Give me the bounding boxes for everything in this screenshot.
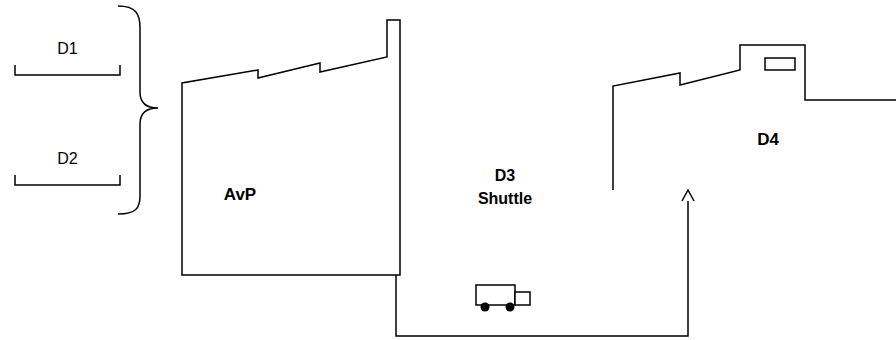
edge-label: D3 Shuttle <box>470 164 540 210</box>
shape-outline <box>613 45 896 190</box>
curly-brace <box>118 6 158 214</box>
shuttle-connector <box>396 190 694 336</box>
node-label: D1 <box>14 40 121 58</box>
shape-outline <box>182 20 400 275</box>
node-label: AvP <box>200 185 280 205</box>
tray-node: D1 <box>14 36 121 76</box>
truck-icon <box>476 285 530 312</box>
node-label: D4 <box>723 130 813 150</box>
factory-node: D4 <box>613 45 896 190</box>
tray-node: D2 <box>14 146 121 186</box>
node-label: D2 <box>14 150 121 168</box>
factory-node: AvP <box>182 20 400 275</box>
